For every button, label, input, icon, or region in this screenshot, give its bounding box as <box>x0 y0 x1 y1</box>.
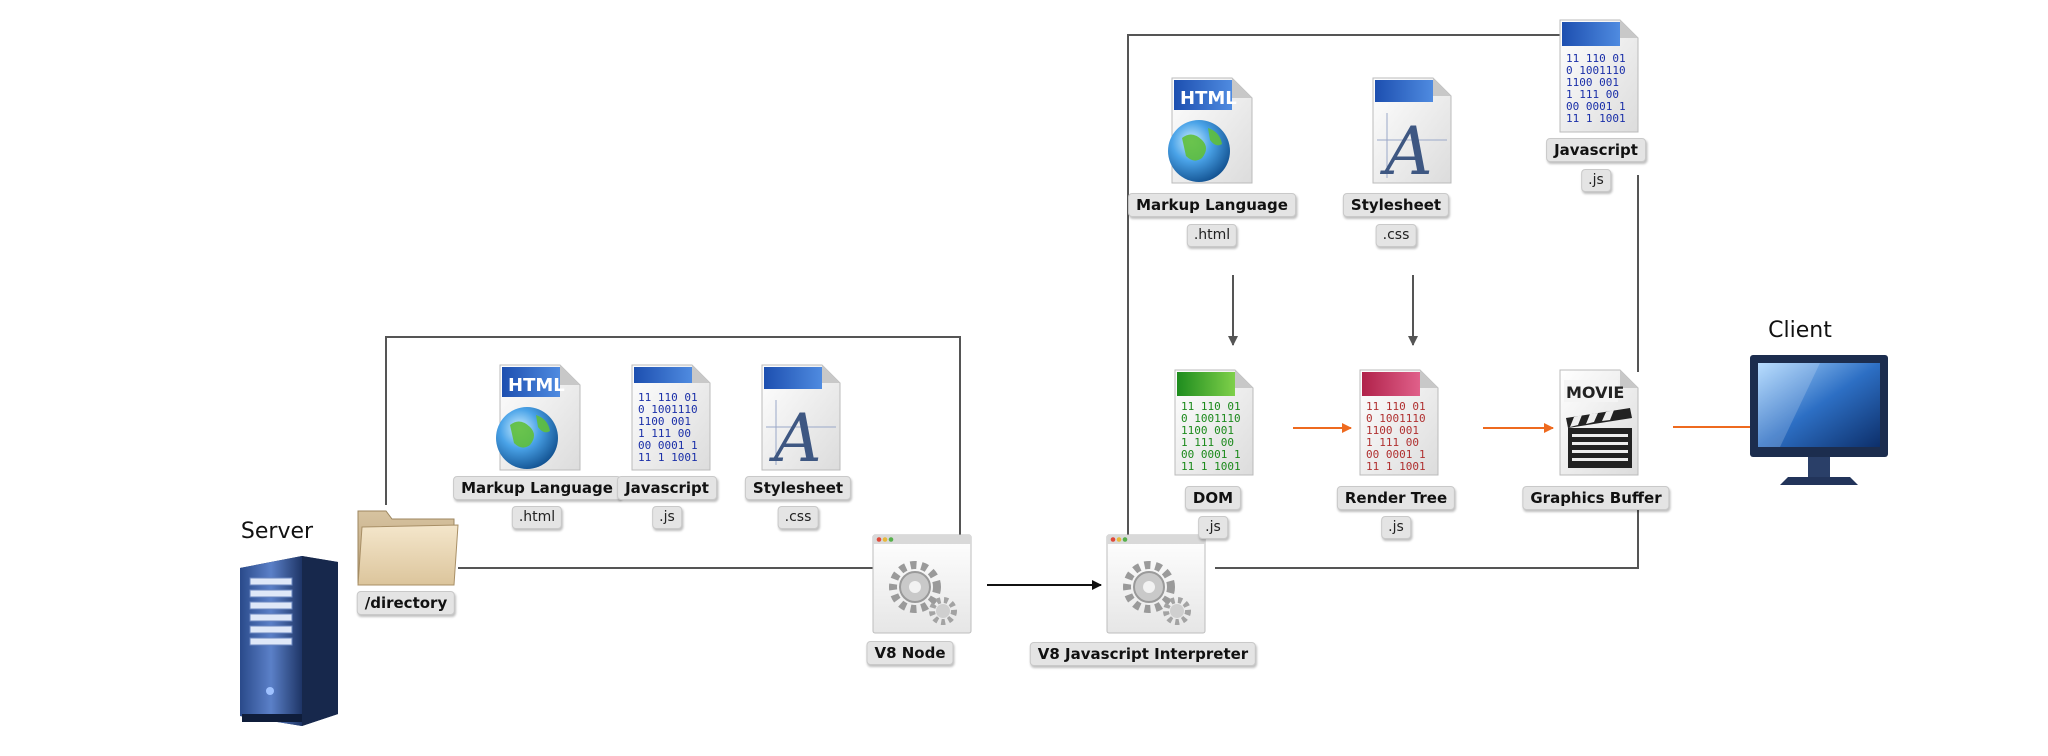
top-stylesheet-ext: .css <box>1375 224 1417 247</box>
left-stylesheet-ext: .css <box>777 506 819 529</box>
left-html-icon: HTML <box>496 364 581 471</box>
binary-line: 11 110 01 <box>1566 52 1626 65</box>
binary-line: 11 110 01 <box>1366 400 1426 413</box>
render-tree-ext: .js <box>1381 516 1411 539</box>
left-html-label: Markup Language <box>453 476 621 500</box>
binary-line: 0 1001110 <box>1566 64 1626 77</box>
css-glyph-text: A <box>768 400 822 477</box>
binary-line: 1 111 00 <box>1566 88 1619 101</box>
html-badge-text: HTML <box>508 375 565 396</box>
monitor-icon <box>1750 355 1888 485</box>
top-javascript-label: Javascript <box>1546 138 1646 162</box>
server-icon <box>240 556 338 726</box>
v8-node-label: V8 Node <box>866 641 954 665</box>
left-stylesheet-label: Stylesheet <box>744 476 852 500</box>
html-badge-text: HTML <box>1180 88 1237 109</box>
binary-line: 1100 001 <box>1366 424 1419 437</box>
top-html-ext: .html <box>1186 224 1238 247</box>
movie-text: MOVIE <box>1566 383 1624 402</box>
binary-line: 0 1001110 <box>1366 412 1426 425</box>
graphics-to-interpreter-line <box>1215 510 1639 569</box>
dom-label: DOM <box>1184 486 1242 510</box>
binary-line: 1 111 00 <box>638 427 691 440</box>
v8-interpreter-icon <box>1106 534 1206 634</box>
binary-line: 1100 001 <box>638 415 691 428</box>
folder-icon <box>357 510 459 586</box>
binary-line: 1100 001 <box>1566 76 1619 89</box>
left-javascript-label: Javascript <box>617 476 717 500</box>
binary-line: 00 0001 1 <box>1181 448 1241 461</box>
binary-line: 1100 001 <box>1181 424 1234 437</box>
interpreter-bracket-top <box>1127 34 1560 535</box>
client-title: Client <box>1768 318 1832 343</box>
binary-line: 11 110 01 <box>638 391 698 404</box>
left-stylesheet-icon: A <box>761 364 841 477</box>
binary-line: 11 110 01 <box>1181 400 1241 413</box>
v8-interpreter-label: V8 Javascript Interpreter <box>1029 642 1257 666</box>
render-tree-label: Render Tree <box>1336 486 1456 510</box>
binary-line: 00 0001 1 <box>1566 100 1626 113</box>
top-stylesheet-label: Stylesheet <box>1342 193 1450 217</box>
top-html-label: Markup Language <box>1128 193 1296 217</box>
css-glyph-text: A <box>1379 113 1433 190</box>
left-javascript-ext: .js <box>652 506 682 529</box>
binary-line: 00 0001 1 <box>1366 448 1426 461</box>
v8-node-icon <box>872 534 972 634</box>
binary-line: 11 1 1001 <box>1566 112 1626 125</box>
dom-ext: .js <box>1198 516 1228 539</box>
binary-line: 11 1 1001 <box>1181 460 1241 473</box>
binary-line: 0 1001110 <box>1181 412 1241 425</box>
graphics-buffer-icon: MOVIE <box>1559 369 1639 476</box>
binary-line: 11 1 1001 <box>1366 460 1426 473</box>
top-stylesheet-icon: A <box>1372 77 1452 190</box>
connectors <box>385 34 1639 569</box>
left-html-ext: .html <box>511 506 563 529</box>
arrows <box>987 275 1768 590</box>
binary-line: 1 111 00 <box>1181 436 1234 449</box>
binary-line: 0 1001110 <box>638 403 698 416</box>
server-title: Server <box>240 519 314 544</box>
binary-line: 11 1 1001 <box>638 451 698 464</box>
binary-line: 1 111 00 <box>1366 436 1419 449</box>
binary-line: 00 0001 1 <box>638 439 698 452</box>
server-bundle-bracket <box>385 336 961 535</box>
top-html-icon: HTML <box>1168 77 1253 184</box>
top-javascript-ext: .js <box>1581 169 1611 192</box>
graphics-buffer-label: Graphics Buffer <box>1522 486 1670 510</box>
directory-label: /directory <box>356 591 456 615</box>
